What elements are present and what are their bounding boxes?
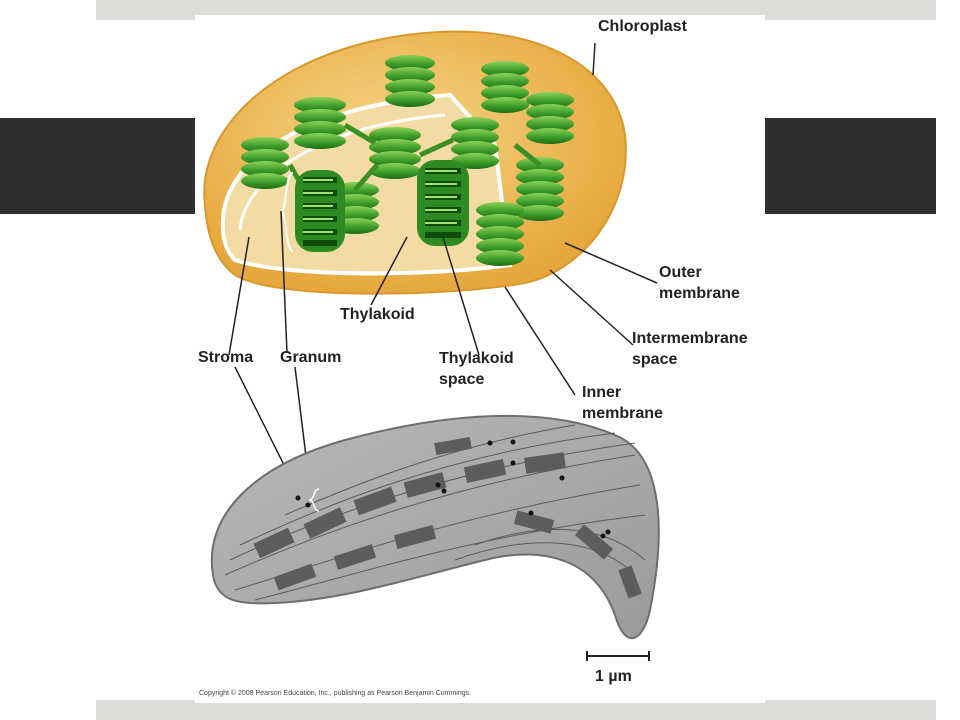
label-intermembrane-line1: Intermembrane bbox=[632, 330, 748, 347]
leader-stroma-top bbox=[228, 236, 250, 356]
granum-stack bbox=[369, 127, 421, 179]
label-intermembrane-line2: space bbox=[632, 351, 677, 368]
leader-thylakoid-space bbox=[442, 236, 480, 356]
label-inner-membrane-line2: membrane bbox=[582, 405, 663, 422]
right-dark-bar bbox=[764, 118, 936, 214]
leader-chloroplast bbox=[592, 42, 596, 76]
granum-stack bbox=[241, 137, 289, 189]
leader-outer-membrane bbox=[564, 242, 658, 284]
granum-stack bbox=[476, 202, 524, 266]
inner-membrane-line bbox=[238, 113, 446, 231]
cut-granum-left bbox=[295, 170, 345, 252]
granum-stack bbox=[481, 61, 529, 113]
label-thylakoid-space-line1: Thylakoid bbox=[439, 350, 514, 367]
leader-intermembrane bbox=[549, 269, 634, 346]
chloroplast-illustration: Chloroplast Outer membrane Intermembrane… bbox=[198, 18, 748, 504]
label-thylakoid-space-line2: space bbox=[439, 371, 484, 388]
chloroplast-figure: Chloroplast Outer membrane Intermembrane… bbox=[195, 15, 765, 703]
granum-stack bbox=[526, 92, 574, 144]
label-inner-membrane-line1: Inner bbox=[582, 384, 621, 401]
label-granum: Granum bbox=[280, 349, 341, 366]
leader-granum-top bbox=[280, 210, 288, 354]
label-outer-membrane-line2: membrane bbox=[659, 285, 740, 302]
granum-brace-bottom bbox=[308, 488, 320, 512]
left-dark-bar bbox=[0, 118, 196, 214]
label-thylakoid: Thylakoid bbox=[340, 306, 415, 323]
micrograph-dots bbox=[295, 439, 611, 539]
label-stroma: Stroma bbox=[198, 349, 253, 366]
chloroplast-diagram: Chloroplast Outer membrane Intermembrane… bbox=[198, 18, 748, 697]
granum-stack bbox=[516, 157, 564, 221]
scale-bar-label: 1 µm bbox=[595, 668, 632, 685]
label-outer-membrane-line1: Outer bbox=[659, 264, 702, 281]
copyright-text: Copyright © 2008 Pearson Education, Inc.… bbox=[199, 689, 471, 697]
leader-inner-membrane bbox=[504, 286, 576, 396]
micrograph-grana bbox=[253, 436, 642, 599]
label-chloroplast: Chloroplast bbox=[598, 18, 688, 35]
grana-stacks bbox=[241, 55, 574, 266]
scale-bar: 1 µm bbox=[586, 651, 650, 685]
cut-granum-right bbox=[417, 160, 469, 246]
bottom-band bbox=[96, 700, 936, 720]
leader-thylakoid bbox=[370, 236, 408, 306]
electron-micrograph: 1 µm Copyright © 2008 Pearson Education,… bbox=[199, 414, 660, 697]
granum-stack bbox=[385, 55, 435, 107]
granum-stack bbox=[294, 97, 346, 149]
